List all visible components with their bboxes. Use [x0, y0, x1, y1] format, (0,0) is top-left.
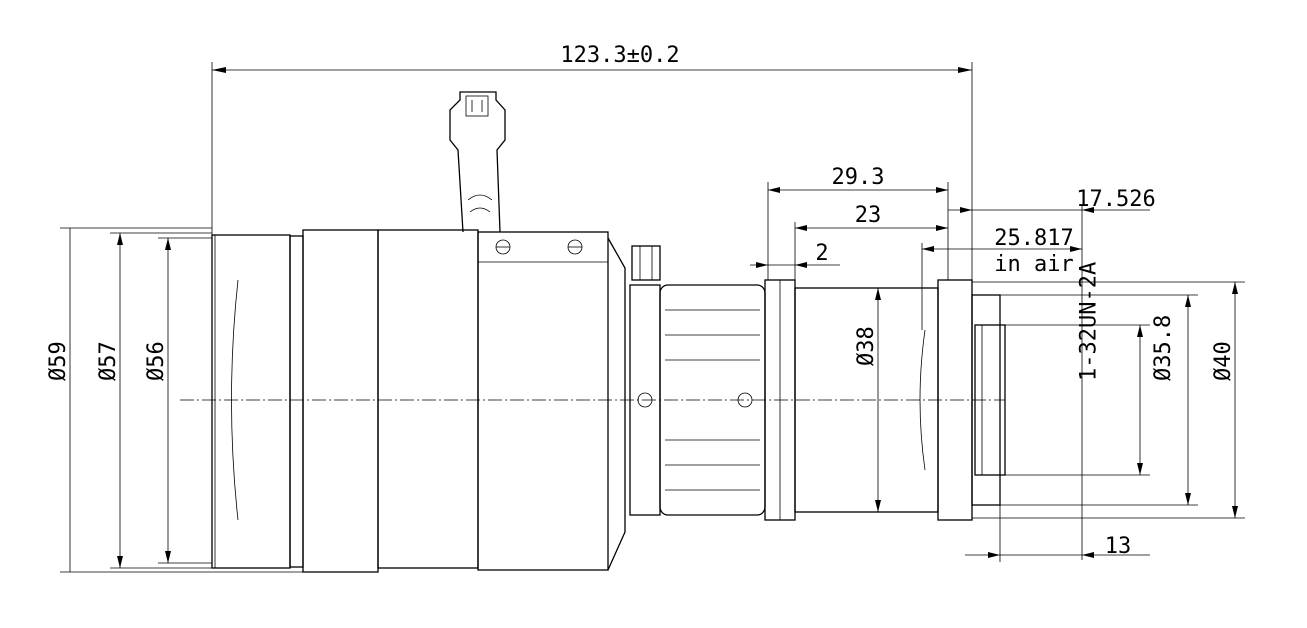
dia-59-label: Ø59	[46, 341, 71, 381]
dia-35-8-label: Ø35.8	[1151, 315, 1176, 381]
dim-2-label: 2	[815, 241, 828, 266]
rear-barrel	[764, 279, 1006, 521]
front-lens-cap	[211, 234, 304, 569]
dim-13-label: 13	[1105, 534, 1132, 559]
thread-spec-label: 1-32UN-2A	[1076, 262, 1101, 381]
dim-17-526-label: 17.526	[1076, 187, 1155, 212]
dim-29-3-label: 29.3	[832, 165, 885, 190]
overall-length-label: 123.3±0.2	[560, 43, 679, 68]
connector-cable	[449, 91, 506, 233]
iris-ring	[629, 284, 766, 516]
dim-23-label: 23	[855, 203, 882, 228]
iris-lock-screw	[631, 245, 661, 281]
dia-56-label: Ø56	[144, 341, 169, 381]
knurled-focus-ring	[302, 229, 379, 573]
dimension-lines	[60, 62, 1245, 573]
lens-body	[377, 229, 626, 571]
dia-57-label: Ø57	[96, 341, 121, 381]
dia-38-label: Ø38	[854, 326, 879, 366]
dia-40-label: Ø40	[1211, 341, 1236, 381]
in-air-label: in air	[994, 252, 1073, 277]
dim-25-817-label: 25.817	[994, 226, 1073, 251]
